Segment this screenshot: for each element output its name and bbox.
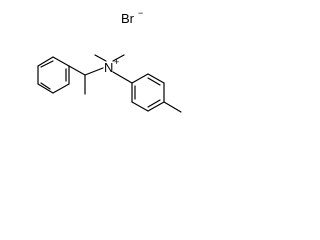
double-bond-inner bbox=[40, 60, 54, 68]
bond bbox=[52, 83, 70, 94]
double-bond-inner bbox=[40, 82, 51, 90]
nitrogen-charge: + bbox=[114, 57, 119, 67]
phenyl-ring bbox=[37, 56, 70, 94]
bond bbox=[131, 101, 149, 112]
bond bbox=[131, 73, 149, 84]
structure-diagram: N + Br − bbox=[0, 0, 219, 150]
bond-para-methyl bbox=[163, 101, 182, 113]
molecule-structure: N + Br − bbox=[37, 8, 182, 113]
bromide-charge: − bbox=[138, 8, 143, 18]
bond bbox=[147, 73, 165, 84]
bond bbox=[37, 56, 54, 67]
nitrogen-label: N bbox=[104, 60, 113, 75]
tolyl-ring bbox=[131, 73, 165, 112]
bond-n-methyl-left bbox=[94, 54, 107, 62]
bond bbox=[37, 83, 54, 94]
bond bbox=[52, 56, 70, 67]
bond-ring-to-ch bbox=[68, 65, 86, 76]
double-bond-inner bbox=[147, 77, 161, 86]
bond-ch-to-n bbox=[84, 67, 104, 76]
bond bbox=[147, 101, 165, 112]
bond-n-methyl-right bbox=[112, 54, 125, 62]
double-bond-inner bbox=[147, 99, 161, 108]
bond-n-to-ring bbox=[112, 71, 133, 84]
bromide-label: Br bbox=[121, 11, 135, 26]
